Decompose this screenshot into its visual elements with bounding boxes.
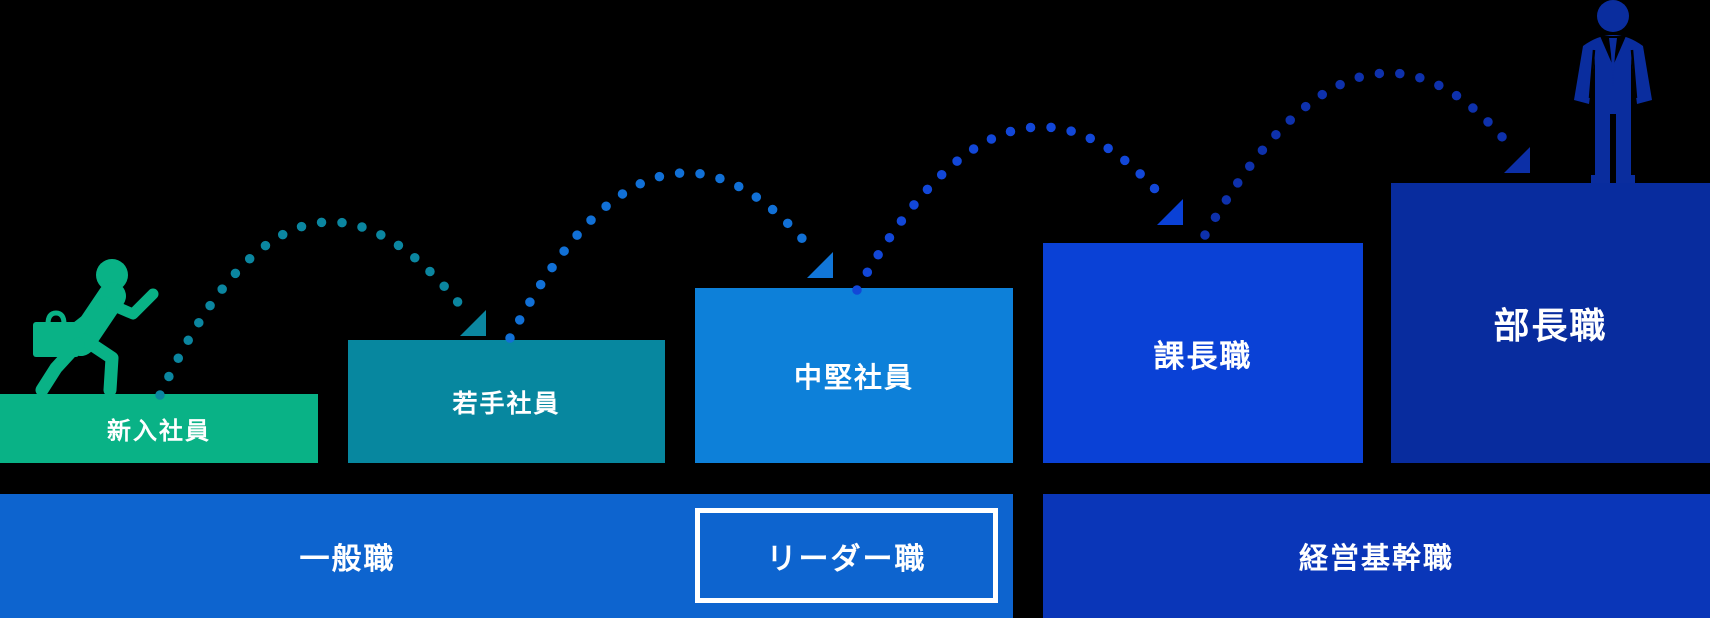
band-label: 経営基幹職 (1298, 543, 1454, 575)
band-leadershoku-box: リーダー職 (695, 508, 998, 603)
band-label-zone: 一般職 (0, 494, 695, 618)
band-ippanshoku: 一般職 (0, 494, 1013, 618)
band-label: リーダー職 (766, 542, 927, 576)
arrowhead-2-icon (807, 252, 833, 278)
band-label: 一般職 (299, 543, 396, 576)
step-label: 部長職 (1493, 305, 1608, 346)
step-chukenshain: 中堅社員 (695, 288, 1013, 463)
step-label: 中堅社員 (793, 361, 914, 393)
step-label: 若手社員 (452, 389, 561, 418)
step-kachoshoku: 課長職 (1043, 243, 1363, 463)
arrowhead-1-icon (460, 310, 486, 336)
band-keieikikanshoku: 経営基幹職 (1043, 494, 1710, 618)
arrowhead-3-icon (1157, 199, 1183, 225)
step-label: 課長職 (1153, 338, 1253, 374)
arrowhead-4-icon (1504, 147, 1530, 173)
step-buchoshoku: 部長職 (1391, 183, 1710, 463)
standing-businessman-icon (1574, 0, 1652, 183)
step-label: 新入社員 (107, 418, 211, 445)
step-shinnyushain: 新入社員 (0, 394, 318, 463)
step-wakateshain: 若手社員 (348, 340, 665, 463)
running-businessman-icon (33, 259, 159, 397)
